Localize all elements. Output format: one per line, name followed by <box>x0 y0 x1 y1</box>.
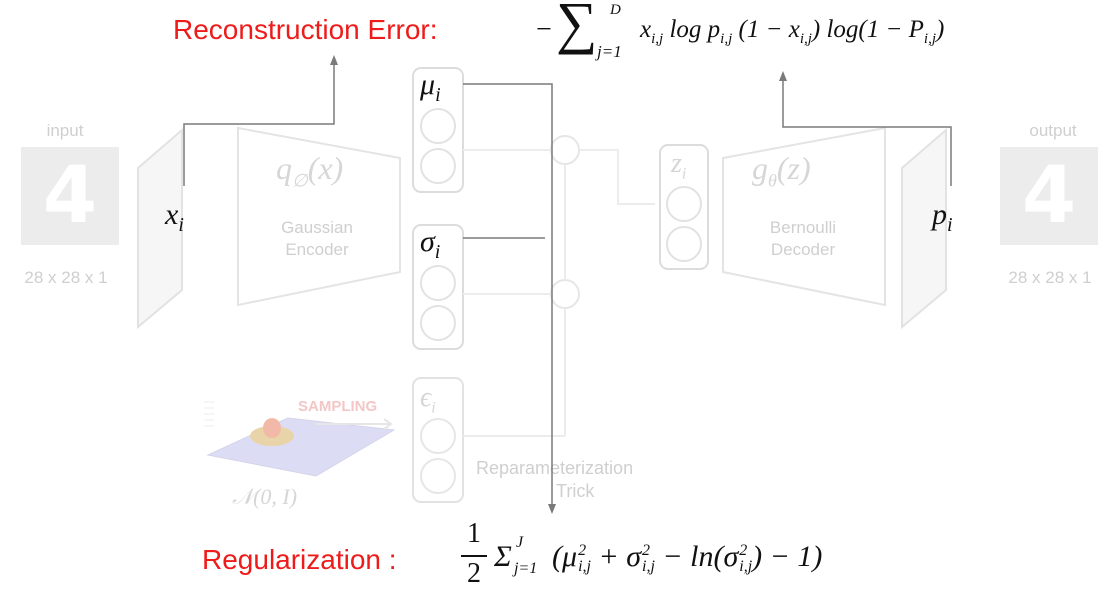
input-image: 4 <box>21 147 119 245</box>
reconstruction-error-label: Reconstruction Error: <box>173 14 438 45</box>
normal-distribution-label: 𝒩(0, I) <box>232 484 298 509</box>
x-i-label: xi <box>165 198 184 236</box>
z-label: zi <box>671 148 687 183</box>
regularization-sum-symbol: Σ <box>494 540 512 573</box>
input-dims: 28 x 28 x 1 <box>24 268 108 287</box>
decoder-function: gθ(z) <box>752 150 811 191</box>
decoder-name-2: Decoder <box>770 240 836 259</box>
decoder-name-1: Bernoulli <box>769 218 837 237</box>
encoder-shape <box>237 126 401 307</box>
epsilon-label: ϵi <box>420 382 436 417</box>
reconstruction-sum-symbol: ∑ <box>556 0 598 55</box>
decoder-shape <box>722 126 886 307</box>
reparam-label-1: Reparameterization <box>476 458 634 478</box>
encoder-name-1: Gaussian <box>281 218 353 237</box>
mu-column <box>412 67 464 193</box>
regularization-sum-lower: j=1 <box>514 560 538 577</box>
mu-label: μi <box>420 68 441 106</box>
arrowhead-up <box>330 55 338 65</box>
reconstruction-formula: xi,j log pi,j (1 − xi,j) log(1 − Pi,j) <box>640 16 945 47</box>
reconstruction-minus: − <box>536 14 552 45</box>
z-column <box>659 144 709 270</box>
epsilon-node <box>420 418 456 454</box>
pi-connector <box>782 80 952 186</box>
reconstruction-sum-upper: D <box>610 2 621 18</box>
reparam-label-2: Trick <box>556 481 595 501</box>
regularization-frac-den: 2 <box>467 558 481 589</box>
mu-node <box>420 108 456 144</box>
regularization-sum-upper: J <box>516 534 524 551</box>
regularization-label: Regularization : <box>202 544 397 575</box>
output-label: output <box>1029 121 1077 140</box>
output-dims: 28 x 28 x 1 <box>1008 268 1092 287</box>
epsilon-column <box>412 377 464 503</box>
output-image: 4 <box>1000 147 1098 245</box>
sigma-label: σi <box>420 225 441 263</box>
input-label: input <box>46 121 84 140</box>
reconstruction-sum-lower: j=1 <box>597 42 622 61</box>
output-layer <box>901 127 947 330</box>
regularization-frac-num: 1 <box>467 518 481 549</box>
sampling-label: SAMPLING <box>298 398 378 415</box>
sigma-column <box>412 224 464 350</box>
sigma-node <box>420 305 456 341</box>
xi-connector <box>183 64 335 186</box>
mu-node <box>420 148 456 184</box>
input-layer <box>137 127 183 330</box>
z-node <box>666 186 702 222</box>
epsilon-node <box>420 458 456 494</box>
sigma-node <box>420 265 456 301</box>
encoder-function: q∅(x) <box>276 150 344 191</box>
mu-connector <box>463 83 553 506</box>
arrowhead-down <box>548 504 556 514</box>
encoder-name-2: Encoder <box>285 240 349 259</box>
z-node <box>666 226 702 262</box>
fraction-bar <box>461 555 487 557</box>
arrowhead-up <box>779 71 787 81</box>
p-i-label: pi <box>932 198 953 236</box>
